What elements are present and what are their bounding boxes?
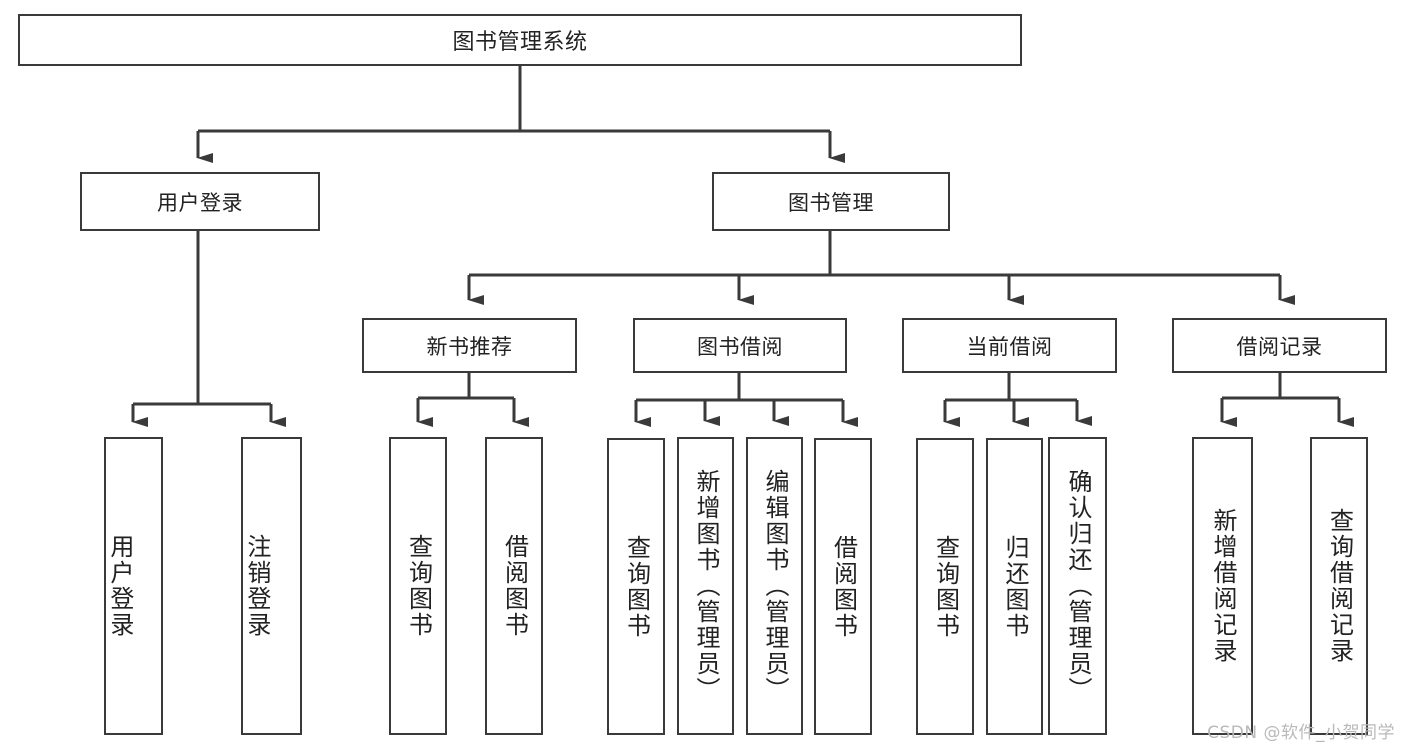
node-label: 借阅图书 [500,534,529,638]
node-label: 用户登录 [157,190,243,215]
leaf-query-borrow-record[interactable]: 查询借阅记录 [1310,437,1368,735]
node-current-borrow[interactable]: 当前借阅 [902,318,1117,373]
node-label: 借阅图书 [829,534,858,639]
node-label: 图书管理 [788,190,874,215]
leaf-query-book-borrow[interactable]: 查询图书 [607,438,665,735]
leaf-query-book-current[interactable]: 查询图书 [916,438,974,735]
csdn-watermark: CSDN @软件_小贺同学 [1207,723,1395,743]
node-label: 当前借阅 [966,334,1053,359]
leaf-borrow-book[interactable]: 借阅图书 [814,438,872,735]
node-label: 新增图书（管理员） [691,469,720,703]
node-label: 编辑图书（管理员） [760,469,789,703]
node-borrow-records[interactable]: 借阅记录 [1172,318,1387,373]
node-label: 归还图书 [1000,534,1029,639]
node-label: 用户登录 [105,534,134,638]
node-label: 确认归还（管理员） [1063,469,1092,703]
node-label: 新书推荐 [426,334,513,359]
leaf-user-login[interactable]: 用户登录 [104,437,163,735]
leaf-return-book[interactable]: 归还图书 [986,438,1043,735]
node-label: 查询图书 [622,534,651,639]
leaf-confirm-return-admin[interactable]: 确认归还（管理员） [1048,437,1107,735]
node-label: 查询图书 [404,534,433,638]
leaf-logout-login[interactable]: 注销登录 [241,437,302,735]
node-book-borrow[interactable]: 图书借阅 [633,318,847,373]
node-label: 注销登录 [242,534,271,638]
node-new-book-recommend[interactable]: 新书推荐 [362,318,577,373]
node-label: 借阅记录 [1236,334,1323,359]
leaf-edit-book-admin[interactable]: 编辑图书（管理员） [746,437,803,735]
node-book-management[interactable]: 图书管理 [712,172,950,231]
leaf-borrow-book-recommend[interactable]: 借阅图书 [485,437,543,735]
leaf-query-book-recommend[interactable]: 查询图书 [389,437,447,735]
node-label: 查询借阅记录 [1325,508,1354,664]
leaf-add-borrow-record[interactable]: 新增借阅记录 [1192,437,1253,735]
node-label: 查询图书 [931,534,960,639]
node-user-login[interactable]: 用户登录 [80,172,320,231]
node-root-system[interactable]: 图书管理系统 [18,14,1022,66]
leaf-add-book-admin[interactable]: 新增图书（管理员） [677,437,734,735]
node-label: 图书管理系统 [452,30,588,55]
node-label: 新增借阅记录 [1208,508,1237,664]
node-label: 图书借阅 [697,334,783,359]
